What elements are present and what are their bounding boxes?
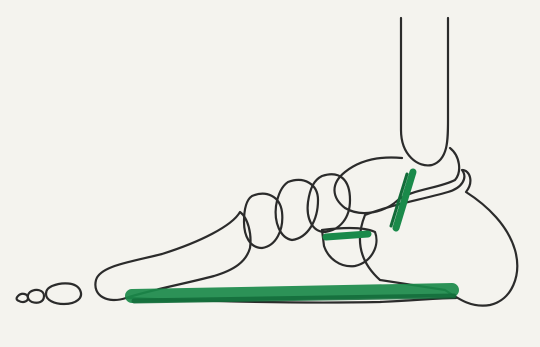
spring-ligament <box>326 234 368 237</box>
